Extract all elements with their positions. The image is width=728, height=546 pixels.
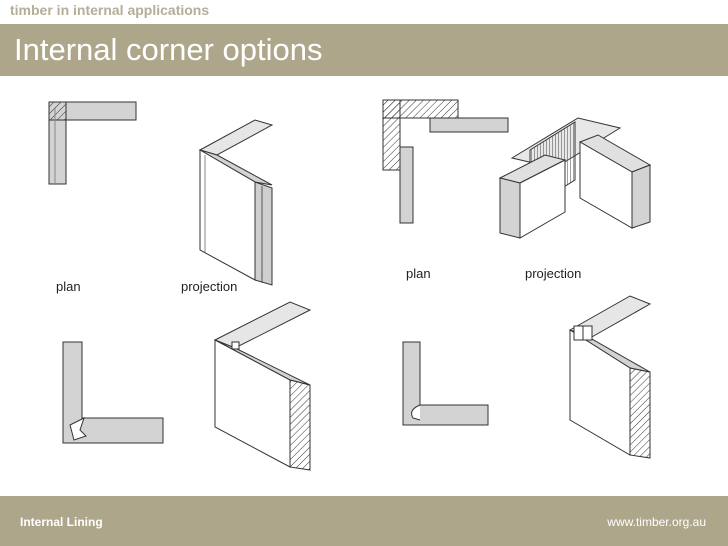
projection-diagram-corner-post [498, 117, 652, 239]
projection-diagram-scribed-corner [568, 295, 652, 459]
projection-label-right: projection [525, 266, 582, 281]
plan-diagram-corner-post [382, 99, 509, 224]
section-title: timber in internal applications [10, 2, 210, 18]
footer-website-link[interactable]: www.timber.org.au [607, 515, 706, 529]
page-title: Internal corner options [14, 32, 323, 67]
projection-diagram-butt-joint [198, 119, 274, 286]
footer-title: Internal Lining [20, 515, 103, 529]
projection-diagram-fixed-corner [213, 301, 312, 471]
title-bar: Internal corner options [0, 24, 728, 76]
plan-diagram-butt-joint [48, 101, 137, 185]
footer-bar: Internal Lining www.timber.org.au [0, 496, 728, 546]
plan-label-left: plan [56, 279, 81, 294]
plan-diagram-scribed-corner [402, 341, 489, 426]
plan-label-right: plan [406, 266, 431, 281]
plan-diagram-fixed-corner [62, 341, 164, 444]
section-header: timber in internal applications [0, 0, 728, 22]
projection-label-left: projection [181, 279, 238, 294]
